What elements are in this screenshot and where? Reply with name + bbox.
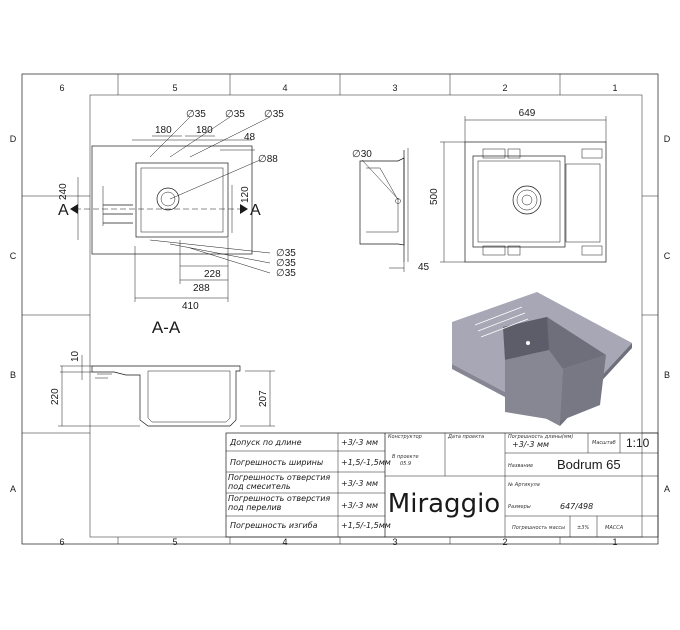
back-view xyxy=(440,116,607,263)
tb-mass-err-label: Погрешность массы xyxy=(512,525,565,531)
grid-row-d-right: D xyxy=(664,134,671,144)
tb-flatness-label: Погрешность длины(мм) xyxy=(508,434,573,440)
grid-col-2-top: 2 xyxy=(502,83,507,93)
dim-d88: ∅88 xyxy=(258,154,278,165)
dim-d30: ∅30 xyxy=(352,149,372,160)
grid-row-a-left: A xyxy=(10,484,16,494)
tb-row3-label: Погрешность отверстия под смеситель xyxy=(228,473,331,491)
tb-flatness-value: +3/-3 мм xyxy=(512,440,549,449)
sink-outline xyxy=(91,145,253,255)
tb-row1-value: +3/-3 мм xyxy=(341,438,378,447)
dim-228: 228 xyxy=(204,269,221,280)
tb-row3-label-wrap: Погрешность отверстия под смеситель xyxy=(228,473,331,491)
dim-d35-e: ∅35 xyxy=(276,258,296,269)
dim-288: 288 xyxy=(193,283,210,294)
tb-row2-label: Погрешность ширины xyxy=(230,458,323,467)
tb-row4-value: +3/-3 мм xyxy=(341,501,378,510)
tb-row4-label-wrap: Погрешность отверстия под перелив xyxy=(228,494,331,512)
tb-size-value: 647/498 xyxy=(560,502,593,511)
brand-logo: Miraggio xyxy=(388,489,500,519)
tb-row5-value: +1,5/-1,5мм xyxy=(341,521,391,530)
tb-mass-label: МАССА xyxy=(605,525,624,531)
grid-ticks xyxy=(22,74,658,544)
dim-d35-a: ∅35 xyxy=(186,109,206,120)
dim-500: 500 xyxy=(429,188,440,205)
dim-410: 410 xyxy=(182,301,199,312)
side-view xyxy=(359,148,409,272)
tb-row5-label: Погрешность изгиба xyxy=(230,521,318,530)
tb-row3-value: +3/-3 мм xyxy=(341,479,378,488)
tb-name-label: Название xyxy=(508,463,533,469)
dim-48: 48 xyxy=(244,132,256,143)
grid-row-b-right: B xyxy=(664,370,670,380)
section-view xyxy=(58,355,275,427)
tb-scale-label: Масштаб xyxy=(592,440,616,446)
dim-220: 220 xyxy=(50,388,61,405)
drain-outer xyxy=(156,187,180,211)
tb-scale-value: 1:10 xyxy=(626,436,650,450)
grid-col-6-bottom: 6 xyxy=(59,537,64,547)
drain-inner xyxy=(160,191,176,207)
dim-d35-c: ∅35 xyxy=(264,109,284,120)
top-view xyxy=(70,116,271,302)
grid-row-c-left: C xyxy=(10,251,17,261)
dim-649: 649 xyxy=(519,108,536,119)
grid-col-5-bottom: 5 xyxy=(172,537,177,547)
bowl-outline xyxy=(135,162,229,238)
grid-col-3-bottom: 3 xyxy=(392,537,397,547)
grid-col-4-top: 4 xyxy=(282,83,287,93)
tb-date-label: Дата проекта xyxy=(447,434,484,440)
dim-180-b: 180 xyxy=(196,125,213,136)
grid-row-c-right: C xyxy=(664,251,671,261)
grid-col-4-bottom: 4 xyxy=(282,537,287,547)
dim-180-a: 180 xyxy=(155,125,172,136)
tb-row2-value: +1,5/-1,5мм xyxy=(341,458,391,467)
section-mark-right: A xyxy=(250,202,261,219)
section-mark-left: A xyxy=(58,202,69,219)
tb-mass-err-value: ±3% xyxy=(577,525,589,531)
grid-row-b-left: B xyxy=(10,370,16,380)
tb-article-label: № Артикула xyxy=(507,482,540,488)
sink-3d-render xyxy=(452,292,632,426)
dim-d35-f: ∅35 xyxy=(276,268,296,279)
dim-d35-b: ∅35 xyxy=(225,109,245,120)
dim-240: 240 xyxy=(58,183,69,200)
dim-10: 10 xyxy=(70,350,81,362)
grid-col-6-top: 6 xyxy=(59,83,64,93)
dim-207: 207 xyxy=(258,390,269,407)
tb-row4-label: Погрешность отверстия под перелив xyxy=(228,494,331,512)
grid-col-1-top: 1 xyxy=(612,83,617,93)
tb-dev-label: В проекте xyxy=(392,454,419,460)
grid-col-2-bottom: 2 xyxy=(502,537,507,547)
grid-col-1-bottom: 1 xyxy=(612,537,617,547)
dim-d35-d: ∅35 xyxy=(276,248,296,259)
tb-name-value: Bodrum 65 xyxy=(557,457,621,472)
grid-col-3-top: 3 xyxy=(392,83,397,93)
dim-45: 45 xyxy=(418,262,430,273)
grid-col-5-top: 5 xyxy=(172,83,177,93)
section-title: A-A xyxy=(152,318,181,337)
tb-dev-value: 05.9 xyxy=(400,461,411,467)
tb-row1-label: Допуск по длине xyxy=(229,438,302,447)
title-block xyxy=(225,432,659,538)
grid-row-d-left: D xyxy=(10,134,17,144)
grid-row-a-right: A xyxy=(664,484,670,494)
tb-size-label: Размеры xyxy=(508,504,531,510)
dim-120: 120 xyxy=(240,186,251,203)
tb-constructor-label: Конструктор xyxy=(388,434,422,440)
